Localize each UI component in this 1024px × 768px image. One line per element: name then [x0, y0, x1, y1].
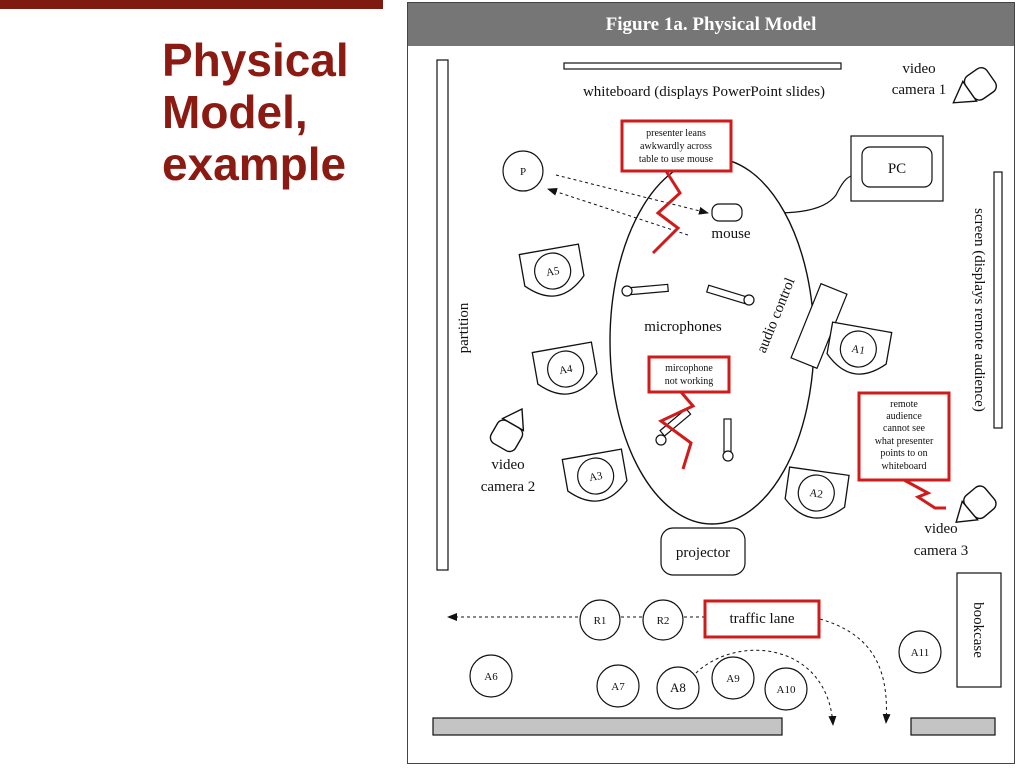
svg-text:A10: A10 — [777, 684, 796, 696]
seat-R1: R1 — [579, 599, 621, 641]
title-line-2: Model, — [162, 86, 308, 138]
partition: partition — [436, 59, 472, 571]
video-camera-2-icon — [489, 407, 525, 453]
seat-A11: A11 — [898, 630, 942, 674]
video-camera-2: video camera 2 — [481, 407, 536, 495]
microphone-1 — [621, 283, 669, 297]
seat-A2: A2 — [784, 466, 850, 519]
bookcase-label: bookcase — [970, 602, 986, 658]
svg-text:table to use mouse: table to use mouse — [639, 154, 714, 165]
slide-top-rule — [0, 0, 383, 9]
floor-plan: whiteboard (displays PowerPoint slides) … — [432, 59, 1003, 736]
seat-A8: A8 — [656, 666, 700, 710]
svg-text:mircophone: mircophone — [665, 363, 713, 374]
microphones: microphones — [621, 283, 755, 462]
video-camera-1-icon — [952, 66, 998, 104]
partition-label: partition — [456, 302, 472, 353]
svg-text:camera 3: camera 3 — [914, 543, 969, 559]
physical-model-figure: Figure 1a. Physical Model whiteboard (di… — [407, 2, 1015, 764]
svg-text:presenter leans: presenter leans — [646, 128, 706, 139]
pc: PC — [850, 135, 944, 202]
svg-text:not working: not working — [665, 376, 714, 387]
seat-A5: A5 — [518, 243, 585, 297]
seat-A9: A9 — [711, 656, 755, 700]
problem-microphone: mircophone not working — [647, 355, 731, 470]
projector-label: projector — [676, 545, 730, 561]
microphones-label: microphones — [644, 319, 722, 335]
microphone-4 — [722, 418, 734, 462]
seat-A10: A10 — [764, 667, 808, 711]
presenter: P — [502, 150, 544, 192]
mouse: mouse — [711, 203, 751, 242]
figure-caption: Figure 1a. Physical Model — [408, 3, 1014, 46]
mouse-label: mouse — [711, 226, 751, 242]
seat-A1: A1 — [826, 321, 893, 375]
svg-text:video: video — [902, 61, 935, 77]
video-camera-1: video camera 1 — [892, 61, 998, 104]
svg-text:A2: A2 — [809, 487, 824, 501]
svg-text:points to on: points to on — [880, 448, 927, 459]
svg-text:camera 1: camera 1 — [892, 82, 947, 98]
svg-text:A4: A4 — [558, 363, 574, 377]
svg-text:audience: audience — [886, 411, 922, 422]
seat-R2: R2 — [642, 599, 684, 641]
microphone-3 — [655, 407, 692, 446]
seat-A6: A6 — [469, 654, 513, 698]
video-camera-3-icon — [955, 485, 997, 523]
svg-text:cannot see: cannot see — [883, 423, 925, 434]
video-camera-3: video camera 3 — [914, 485, 997, 559]
svg-text:awkwardly across: awkwardly across — [640, 141, 712, 152]
svg-text:video: video — [924, 521, 957, 537]
traffic-lane: traffic lane — [447, 599, 891, 726]
svg-text:camera 2: camera 2 — [481, 479, 536, 495]
seat-A3: A3 — [561, 448, 628, 502]
title-line-1: Physical — [162, 34, 349, 86]
svg-text:A6: A6 — [484, 671, 498, 683]
presenter-label: P — [520, 166, 526, 178]
svg-text:R1: R1 — [594, 615, 607, 627]
svg-text:what presenter: what presenter — [875, 436, 934, 447]
svg-text:whiteboard: whiteboard — [882, 461, 927, 472]
problem-presenter-leans: presenter leans awkwardly across table t… — [620, 119, 733, 255]
svg-text:A8: A8 — [670, 680, 686, 695]
svg-text:A1: A1 — [851, 343, 866, 357]
projector: projector — [660, 527, 746, 576]
screen-label: screen (displays remote audience) — [971, 208, 987, 412]
svg-text:R2: R2 — [657, 615, 670, 627]
pc-label: PC — [888, 161, 906, 177]
svg-text:remote: remote — [890, 399, 918, 410]
whiteboard: whiteboard (displays PowerPoint slides) — [563, 62, 842, 100]
traffic-lane-label: traffic lane — [729, 611, 794, 627]
bookcase: bookcase — [956, 572, 1002, 688]
problem-remote-audience: remote audience cannot see what presente… — [857, 391, 951, 510]
svg-text:A7: A7 — [611, 681, 625, 693]
screen: screen (displays remote audience) — [971, 171, 1003, 429]
bottom-wall-right — [910, 717, 996, 736]
svg-text:A5: A5 — [545, 265, 561, 279]
microphone-2 — [705, 284, 755, 306]
seat-A4: A4 — [531, 341, 598, 395]
title-line-3: example — [162, 138, 347, 190]
svg-text:A9: A9 — [726, 673, 740, 685]
presenter-path-to-mouse — [555, 174, 709, 215]
svg-text:A3: A3 — [588, 470, 604, 484]
seat-A7: A7 — [596, 664, 640, 708]
bottom-wall-left — [432, 717, 783, 736]
slide-title: Physical Model, example — [162, 34, 392, 190]
svg-text:video: video — [491, 457, 524, 473]
svg-text:A11: A11 — [911, 647, 930, 659]
presenter-path-back — [547, 188, 689, 236]
whiteboard-label: whiteboard (displays PowerPoint slides) — [583, 84, 825, 100]
